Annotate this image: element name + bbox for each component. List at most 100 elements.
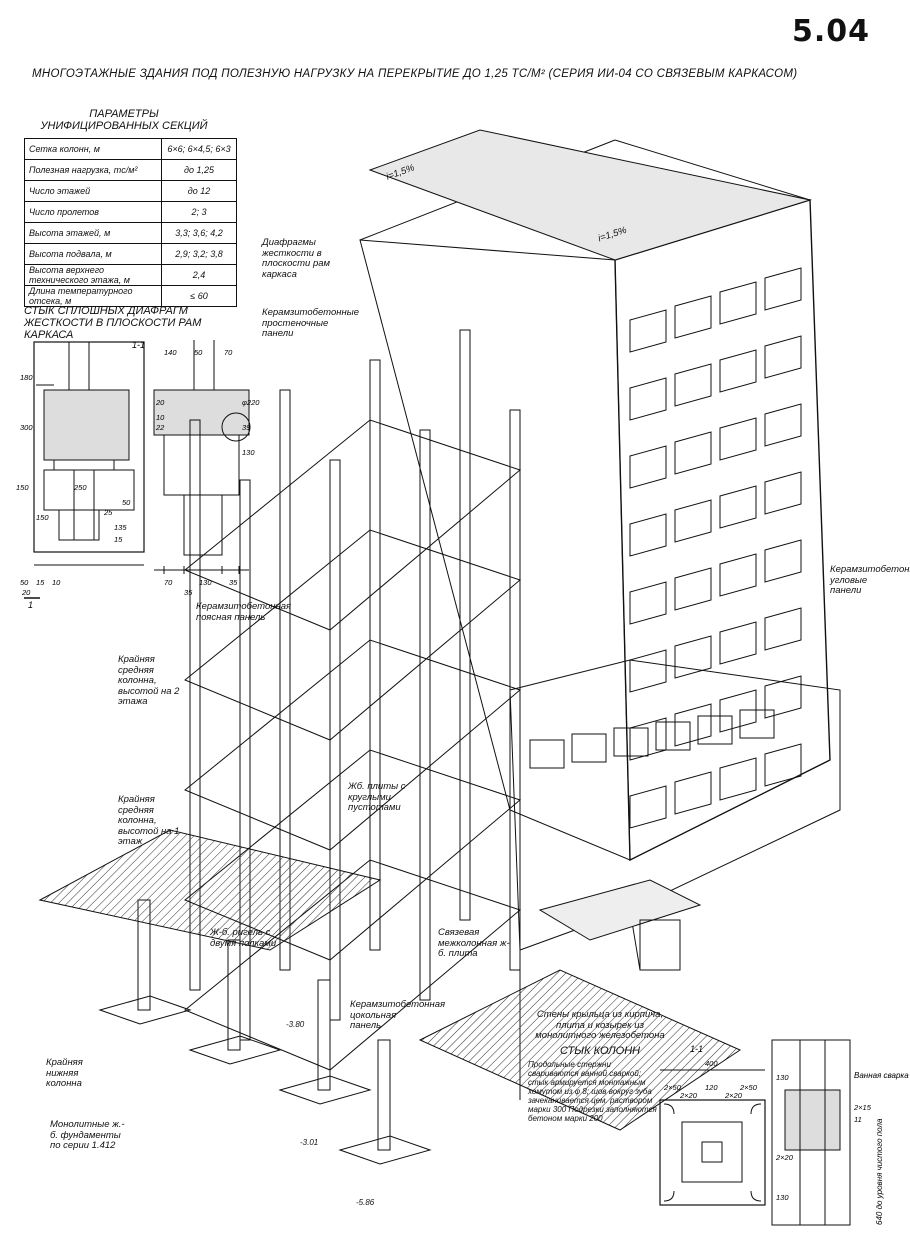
dimension-label: 150 [16,483,29,492]
level-label-2: -3.01 [300,1138,319,1147]
window [764,471,802,515]
dimension-label: 130 [242,448,255,457]
window [674,499,712,543]
window [629,445,667,489]
label-plinth-panel: Керамзитобетонная цокольная панель [350,999,446,1031]
window [674,771,712,815]
window [571,733,607,763]
column [459,329,471,921]
dimension-label: 25 [103,508,113,517]
params-label: Высота верхнего технического этажа, м [24,264,162,286]
dimension-label: 120 [705,1083,718,1092]
label-belt-panel: Керамзитобетонная поясная панель [196,601,292,623]
window [629,513,667,557]
window [629,377,667,421]
window [764,335,802,379]
diaphragm-cut-mark: 1 [28,600,33,610]
window [674,431,712,475]
window [655,721,691,751]
dimension-label: 35 [229,578,238,587]
level-label-floor: 640 до уровня чистого пола [875,1118,884,1225]
window [674,567,712,611]
dimension-label: 11 [854,1115,862,1124]
dimension-label: 20 [21,588,31,597]
label-hollow-slabs: Жб. плиты с круглыми пустотами [348,781,406,813]
dimension-label: 22 [155,423,165,432]
foundation [98,995,192,1025]
column-section-label: 1-1 [690,1044,703,1054]
dimension-label: 400 [705,1059,718,1068]
dimension-label: 10 [52,578,61,587]
column-joint-header: СТЫК КОЛОНН [560,1045,641,1057]
dimension-label: 15 [114,535,123,544]
foundation-column [317,979,331,1091]
level-label-1: -3.80 [286,1020,305,1029]
column [329,459,341,1021]
dimension-label: 150 [36,513,49,522]
window [719,553,757,597]
dimension-label: 2×20 [724,1091,743,1100]
window [674,363,712,407]
label-porch: Стены крыльца из кирпича, плита и козыре… [535,1009,665,1041]
diaphragm-joint-header: СТЫК СПЛОШНЫХ ДИАФРАГМ ЖЕСТКОСТИ В ПЛОСК… [24,305,202,341]
window [764,403,802,447]
window [764,539,802,583]
foundation [188,1035,282,1065]
window [613,727,649,757]
window [719,281,757,325]
dimension-label: 20 [155,398,165,407]
dimension-label: φ220 [242,398,260,407]
column-joint-note: Продольные стержни свариваются ванной св… [528,1060,657,1123]
floor-slab [184,639,522,851]
window [629,649,667,693]
dimension-label: 130 [776,1073,789,1082]
window [719,757,757,801]
dimension-label: 35 [184,588,193,597]
dimension-label: 50 [122,498,131,507]
window [764,675,802,719]
label-girder: Ж-б. ригель с двумя полками [210,927,277,949]
window [719,621,757,665]
window [719,417,757,461]
dimension-label: 50 [20,578,29,587]
floor-slab [184,419,522,631]
window [719,349,757,393]
params-value: 3,3; 3,6; 4,2 [161,222,237,244]
dimension-label: 2×20 [775,1153,794,1162]
label-foundations: Монолитные ж.-б. фундаменты по серии 1.4… [50,1119,125,1151]
dimension-label: 70 [224,348,233,357]
window [529,739,565,769]
weld-label: Ванная сварка [854,1071,909,1080]
window [764,267,802,311]
window [764,743,802,787]
label-col-1floor: Крайняя средняя колонна, высотой на 1 эт… [118,794,180,847]
window [697,715,733,745]
window [739,709,775,739]
dimension-label: 130 [199,578,212,587]
params-row: Длина температурного отсека, м≤ 60 [24,285,237,307]
label-wall-panels: Керамзитобетонные простеночные панели [262,307,359,339]
label-corner-panels: Керамзитобетонные угловые панели [830,564,910,596]
label-col-2floors: Крайняя средняя колонна, высотой на 2 эт… [118,654,180,707]
dimension-label: 140 [164,348,177,357]
dimension-label: 2×15 [853,1103,872,1112]
dimension-label: 50 [194,348,203,357]
dimension-label: 300 [20,423,33,432]
dimension-label: 2×50 [663,1083,682,1092]
dimension-label: 130 [776,1193,789,1202]
dimension-label: 15 [36,578,45,587]
window [674,295,712,339]
window [719,689,757,733]
dimension-label: 2×50 [739,1083,758,1092]
floor-slab [184,529,522,741]
window [629,309,667,353]
column [239,479,251,1041]
foundation [278,1075,372,1105]
column [189,419,201,991]
